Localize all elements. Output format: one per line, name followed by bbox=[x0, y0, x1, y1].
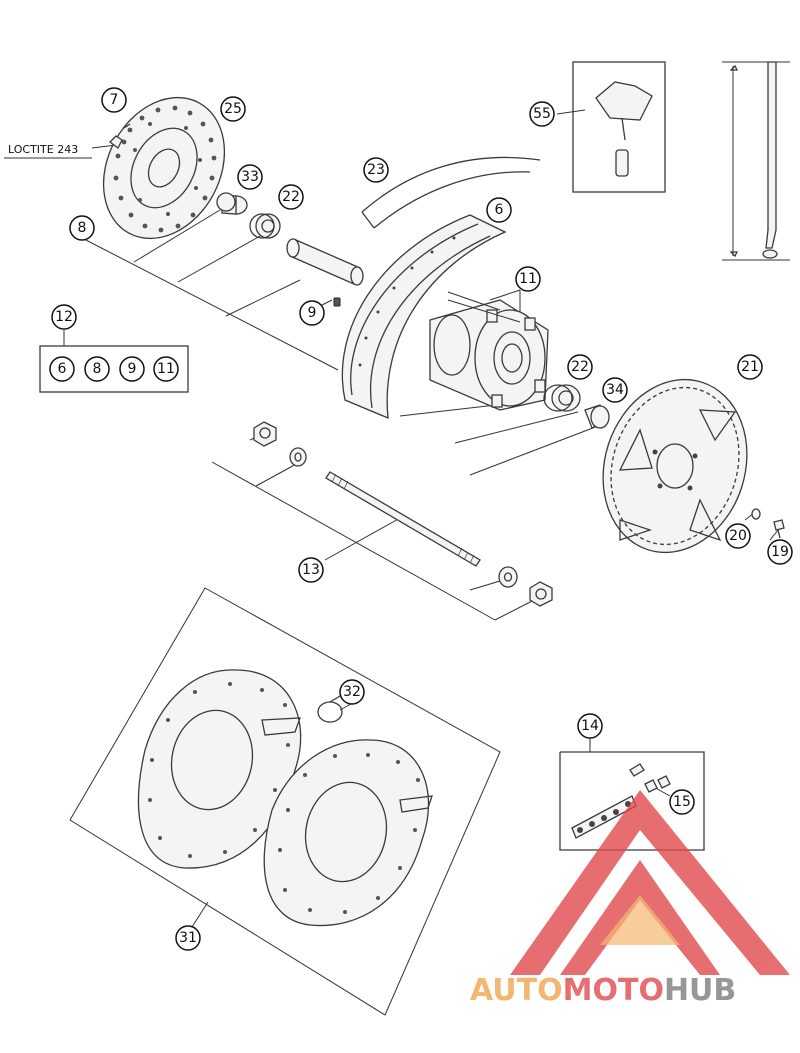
svg-text:12: 12 bbox=[55, 309, 73, 325]
loctite-label: LOCTITE 243 bbox=[8, 143, 78, 156]
svg-text:7: 7 bbox=[110, 92, 119, 108]
callout-13: 13 bbox=[298, 557, 324, 583]
callout-kit-11: 11 bbox=[153, 356, 179, 382]
callout-55: 55 bbox=[529, 101, 555, 127]
callout-25: 25 bbox=[220, 96, 246, 122]
wheel-axle bbox=[325, 471, 481, 567]
spacer-33 bbox=[216, 192, 248, 215]
callout-20: 20 bbox=[725, 523, 751, 549]
svg-text:15: 15 bbox=[673, 794, 691, 810]
callout-kit-8: 8 bbox=[84, 356, 110, 382]
callout-14: 14 bbox=[577, 713, 603, 739]
svg-text:8: 8 bbox=[78, 220, 87, 236]
callout-22-right: 22 bbox=[567, 354, 593, 380]
bearing-left bbox=[249, 213, 281, 239]
nipple-screw bbox=[333, 297, 341, 307]
axle-washer-left bbox=[289, 447, 307, 467]
svg-text:34: 34 bbox=[606, 382, 624, 398]
wheel-rim bbox=[341, 214, 507, 420]
callout-11: 11 bbox=[515, 266, 541, 292]
callout-21: 21 bbox=[737, 354, 763, 380]
automotohub-watermark: AUTOMOTOHUB bbox=[470, 790, 790, 1008]
svg-text:22: 22 bbox=[571, 359, 589, 375]
callout-33: 33 bbox=[237, 164, 263, 190]
disc-shim-set bbox=[137, 669, 433, 927]
svg-text:20: 20 bbox=[729, 528, 747, 544]
callout-34: 34 bbox=[602, 377, 628, 403]
svg-text:14: 14 bbox=[581, 718, 599, 734]
svg-text:32: 32 bbox=[343, 684, 361, 700]
svg-text:9: 9 bbox=[128, 361, 137, 377]
drive-chain-box bbox=[559, 751, 705, 851]
svg-text:33: 33 bbox=[241, 169, 259, 185]
svg-text:22: 22 bbox=[282, 189, 300, 205]
svg-text:11: 11 bbox=[519, 271, 537, 287]
callout-kit-6: 6 bbox=[49, 356, 75, 382]
axle-nut-left bbox=[253, 421, 277, 447]
svg-text:19: 19 bbox=[771, 544, 789, 560]
svg-text:25: 25 bbox=[224, 101, 242, 117]
callout-8: 8 bbox=[69, 215, 95, 241]
svg-text:6: 6 bbox=[58, 361, 67, 377]
svg-text:13: 13 bbox=[302, 562, 320, 578]
svg-text:6: 6 bbox=[495, 202, 504, 218]
valve-cap-box bbox=[572, 61, 666, 193]
rear-sprocket bbox=[602, 378, 748, 554]
callout-19: 19 bbox=[767, 539, 793, 565]
callout-32: 32 bbox=[339, 679, 365, 705]
svg-text:55: 55 bbox=[533, 106, 551, 122]
kit-box bbox=[39, 330, 189, 393]
callout-23: 23 bbox=[363, 157, 389, 183]
wheel-hub bbox=[429, 291, 549, 411]
brake-disc bbox=[102, 96, 226, 240]
svg-text:31: 31 bbox=[179, 930, 197, 946]
svg-text:8: 8 bbox=[93, 361, 102, 377]
svg-text:23: 23 bbox=[367, 162, 385, 178]
svg-text:9: 9 bbox=[308, 305, 317, 321]
spacer-tube bbox=[286, 238, 364, 286]
callout-kit-9: 9 bbox=[119, 356, 145, 382]
spoke bbox=[722, 61, 790, 261]
callout-9: 9 bbox=[299, 300, 325, 326]
bearing-right bbox=[543, 384, 581, 412]
svg-text:21: 21 bbox=[741, 359, 759, 375]
logo-auto: AUTOMOTOHUB bbox=[470, 973, 736, 1008]
disc-screw bbox=[109, 123, 131, 149]
axle-nut-right bbox=[529, 581, 553, 607]
callout-7: 7 bbox=[101, 87, 127, 113]
rim-tape bbox=[361, 156, 541, 229]
callout-22: 22 bbox=[278, 184, 304, 210]
axle-washer-right bbox=[498, 566, 518, 588]
callout-31: 31 bbox=[175, 925, 201, 951]
svg-text:11: 11 bbox=[157, 361, 175, 377]
callout-15: 15 bbox=[669, 789, 695, 815]
sprocket-washer bbox=[751, 508, 761, 520]
callout-6: 6 bbox=[486, 197, 512, 223]
sprocket-bolt bbox=[773, 519, 785, 539]
spacer-34 bbox=[584, 404, 610, 429]
loctite-note: LOCTITE 243 bbox=[4, 143, 92, 159]
callout-12: 12 bbox=[51, 304, 77, 330]
